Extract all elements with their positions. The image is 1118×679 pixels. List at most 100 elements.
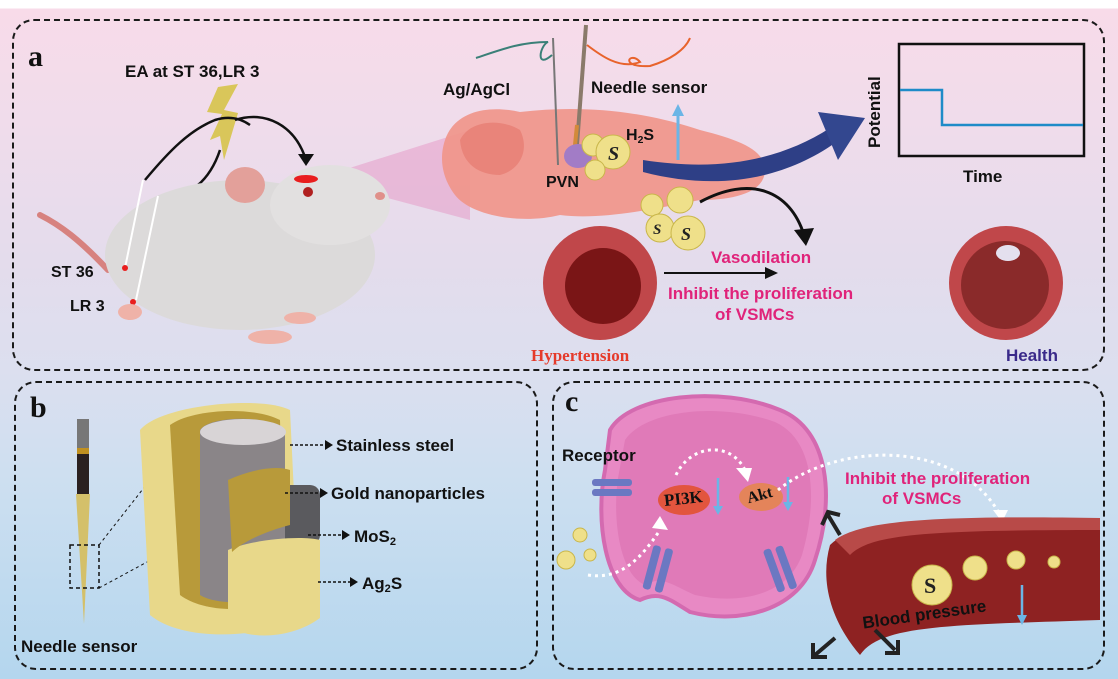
akt-decrease-arrowhead (783, 502, 793, 511)
panel-a (12, 19, 1105, 371)
dilation-arrowhead-down-right (885, 640, 900, 655)
blood-vessel-wall-top (835, 517, 1100, 555)
rat-head (270, 165, 390, 245)
inhibit-vsmc-line2: of VSMCs (882, 489, 962, 508)
ea-arrow (234, 115, 308, 161)
needle-sensor-electrode (575, 24, 588, 146)
dilation-arrow-down-left (813, 636, 837, 657)
graph-xlabel: Time (963, 167, 1003, 186)
zoom-line-1 (98, 479, 151, 546)
leader-gold-head (320, 488, 328, 498)
ag2s-front-layer (228, 538, 320, 636)
cluster-s4 (670, 215, 706, 251)
inhibit-vsmc-line1: Inhibit the proliferation (845, 469, 1031, 488)
h2s-vessel-4 (1047, 555, 1061, 569)
layer-ag2s: Ag2S (362, 574, 403, 595)
vasodilation-label: Vasodilation (711, 248, 812, 267)
h2s-molecule-s2 (595, 134, 631, 170)
graph-frame (897, 42, 1086, 158)
pi3k-decrease-arrowhead (713, 506, 723, 515)
hypertension-label: Hypertension (531, 346, 630, 365)
vasodilation-arrow (699, 187, 806, 236)
hypertension-vessel-lumen (565, 248, 641, 324)
signal-arrowhead (818, 112, 865, 160)
needle-tip (76, 494, 90, 624)
cell-interior (616, 410, 812, 599)
receptor-lower-right-1 (763, 548, 785, 593)
acupuncture-needle-2 (135, 195, 159, 301)
rat-back-paw (284, 312, 316, 324)
receptor-label: Receptor (562, 446, 636, 465)
pathway-akt-to-vsmc (777, 453, 1002, 516)
ea-arrowhead (298, 154, 314, 166)
rat-nose (375, 192, 385, 200)
pathway-arrowhead-2 (736, 468, 752, 482)
needle-gold-band (77, 448, 89, 454)
rat-eye (303, 187, 313, 197)
rat-ear (225, 167, 265, 203)
pathway-arrowhead-3 (993, 510, 1008, 522)
receptor-lower-left-1 (642, 545, 661, 590)
potential-trace (900, 88, 1083, 127)
receptor-lower-left-2 (654, 548, 673, 593)
receptor-bottom (592, 489, 632, 496)
layer-stainless-steel: Stainless steel (336, 436, 455, 455)
h2s-vessel-3 (1006, 550, 1026, 570)
vasodilation-arrowhead (794, 228, 814, 246)
agcl-electrode (552, 37, 559, 166)
rat-hind-paw (118, 304, 142, 320)
needle-sensor-label: Needle sensor (591, 78, 708, 97)
needle-sensor-tip (573, 124, 579, 146)
layer-gold-nanoparticles: Gold nanoparticles (331, 484, 485, 503)
svg-text:S: S (653, 222, 661, 238)
leader-stainless-head (325, 440, 333, 450)
health-vessel-opening (996, 245, 1020, 261)
receptor-lower-right-2 (775, 545, 797, 590)
h2s-vessel-1 (911, 564, 953, 606)
svg-text:S: S (924, 573, 936, 598)
needle-shaft (77, 454, 89, 494)
pi3k-label: PI3K (663, 487, 704, 510)
sensor-wire (586, 37, 691, 68)
leader-ag2s-head (350, 577, 358, 587)
panel-b-label: b (30, 391, 47, 424)
pathway-h2s-to-pi3k (587, 529, 662, 578)
lr3-point (130, 299, 136, 305)
panel-c (552, 381, 1105, 670)
h2s-outside-1 (556, 550, 576, 570)
h2s-vessel-2 (962, 555, 988, 581)
acupoint-st36-label: ST 36 (51, 264, 94, 281)
agcl-wire (475, 41, 553, 61)
zoom-box (69, 544, 100, 589)
panel-b (14, 381, 538, 670)
panel-a-label: a (28, 40, 43, 73)
dilation-arrowhead-up (820, 509, 841, 526)
health-vessel-lumen (961, 241, 1049, 329)
dilation-arrow-down-right (873, 628, 897, 652)
ea-title: EA at ST 36,LR 3 (125, 62, 260, 81)
acupoint-lr3-label: LR 3 (70, 298, 105, 315)
inhibit-label-line1: Inhibit the proliferation (668, 284, 854, 303)
svg-text:S: S (608, 143, 619, 165)
svg-text:S: S (681, 224, 691, 244)
h2s-outside-2 (572, 527, 588, 543)
dilation-arrow-up (826, 513, 842, 537)
h2s-molecule-s3 (584, 159, 606, 181)
leader-mos2-head (342, 530, 350, 540)
inhibit-label-line2: of VSMCs (715, 305, 795, 324)
signal-arrow (643, 128, 835, 182)
lightning-bolt-shape (207, 84, 238, 160)
needle-sensor-caption: Needle sensor (21, 637, 138, 656)
akt-protein (739, 483, 783, 511)
health-label: Health (1006, 346, 1058, 365)
gold-front-layer (228, 468, 290, 552)
cluster-s2 (666, 186, 694, 214)
h2s-outside-3 (583, 548, 597, 562)
blood-vessel (826, 519, 1100, 655)
rat-tail (37, 212, 111, 273)
h2s-label: H2S (626, 127, 655, 146)
